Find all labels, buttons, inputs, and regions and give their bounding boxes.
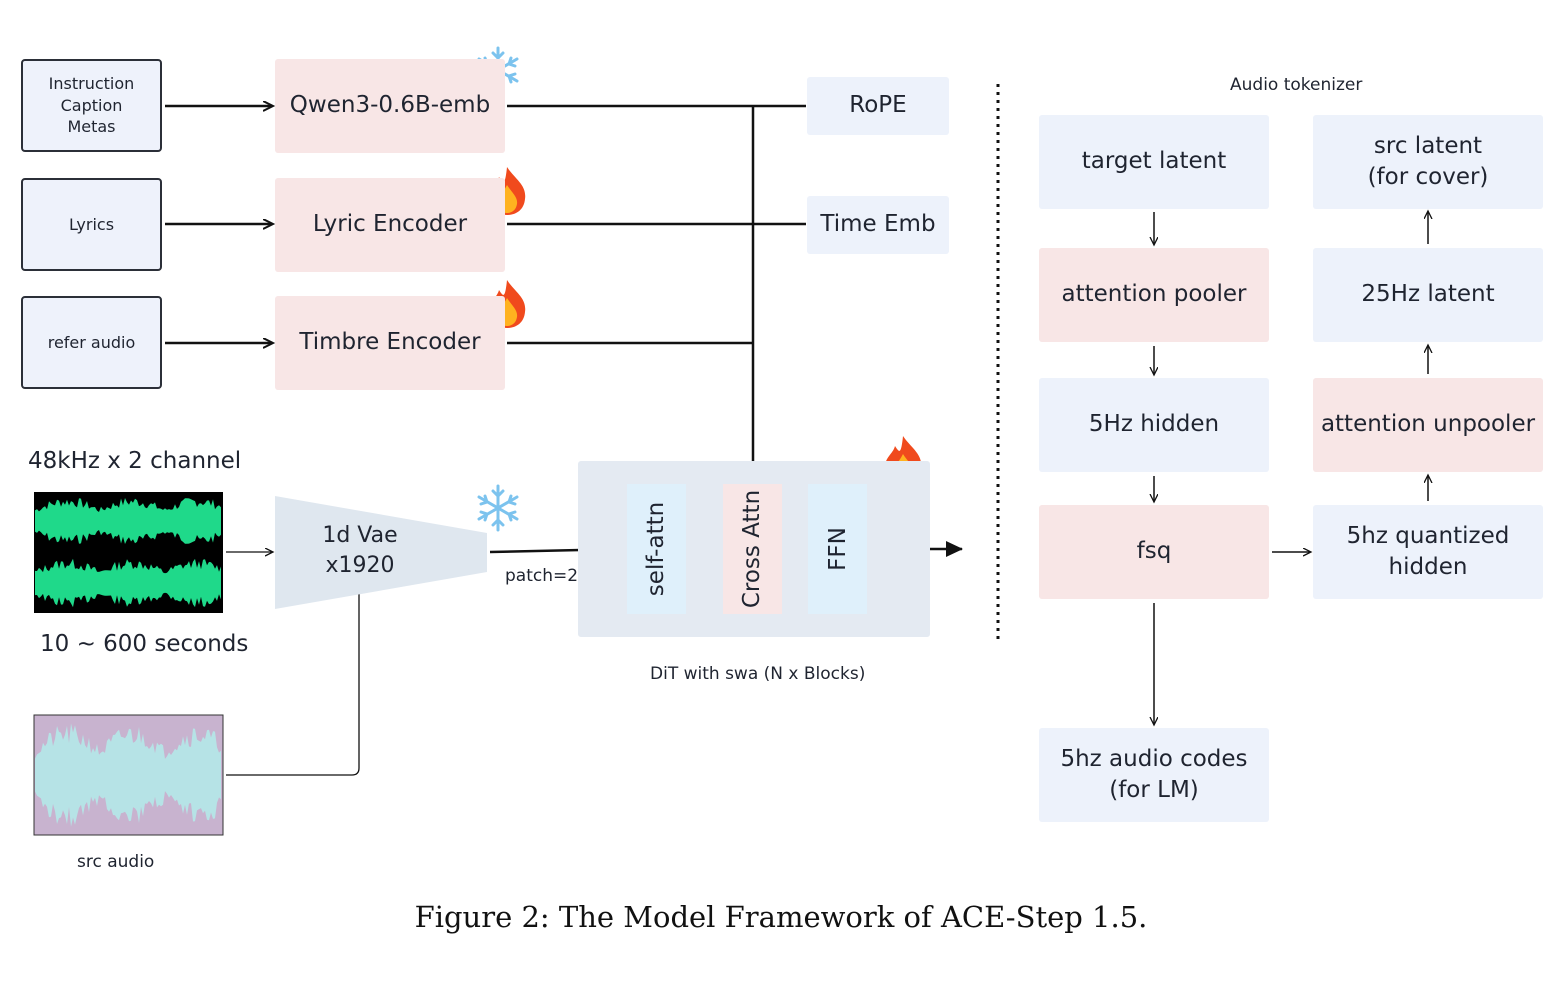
ffn-block: FFN bbox=[808, 484, 867, 614]
time-emb-block: Time Emb bbox=[807, 196, 949, 254]
timbre-encoder-block: Timbre Encoder bbox=[275, 296, 505, 390]
src-latent-block: src latent (for cover) bbox=[1313, 115, 1543, 209]
qwen-embedding-block: Qwen3-0.6B-emb bbox=[275, 59, 505, 153]
self-attn-label: self-attn bbox=[643, 501, 670, 597]
latent-25hz-block: 25Hz latent bbox=[1313, 248, 1543, 342]
audio-format-label: 48kHz x 2 channel bbox=[28, 448, 242, 474]
hidden-5hz-block: 5Hz hidden bbox=[1039, 378, 1269, 472]
cross-attn-label: Cross Attn bbox=[739, 489, 766, 609]
audio-duration-label: 10 ~ 600 seconds bbox=[40, 631, 249, 657]
attention-unpooler-block: attention unpooler bbox=[1313, 378, 1543, 472]
target-latent-block: target latent bbox=[1039, 115, 1269, 209]
src-audio-waveform bbox=[33, 714, 224, 836]
src-audio-label: src audio bbox=[77, 852, 155, 872]
instruction-caption-metas-input: Instruction Caption Metas bbox=[21, 59, 162, 152]
fsq-block: fsq bbox=[1039, 505, 1269, 599]
vae-label: 1d Vae x1920 bbox=[322, 523, 398, 578]
self-attn-block: self-attn bbox=[627, 484, 686, 614]
vae-block bbox=[275, 496, 487, 609]
stereo-waveform bbox=[34, 492, 223, 613]
audio-codes-block: 5hz audio codes (for LM) bbox=[1039, 728, 1269, 822]
refer-audio-input: refer audio bbox=[21, 296, 162, 389]
figure-caption: Figure 2: The Model Framework of ACE-Ste… bbox=[414, 900, 1148, 934]
attention-pooler-block: attention pooler bbox=[1039, 248, 1269, 342]
ffn-label: FFN bbox=[824, 527, 851, 571]
snowflake-icon bbox=[477, 484, 519, 532]
cross-attn-block: Cross Attn bbox=[723, 484, 782, 614]
lyric-encoder-block: Lyric Encoder bbox=[275, 178, 505, 272]
lyrics-input: Lyrics bbox=[21, 178, 162, 271]
patch-label: patch=2 bbox=[505, 566, 579, 586]
rope-block: RoPE bbox=[807, 77, 949, 135]
arrow-src-audio-to-vae bbox=[226, 584, 359, 776]
audio-tokenizer-title: Audio tokenizer bbox=[1230, 75, 1363, 95]
quantized-hidden-block: 5hz quantized hidden bbox=[1313, 505, 1543, 599]
dit-caption: DiT with swa (N x Blocks) bbox=[650, 664, 866, 684]
